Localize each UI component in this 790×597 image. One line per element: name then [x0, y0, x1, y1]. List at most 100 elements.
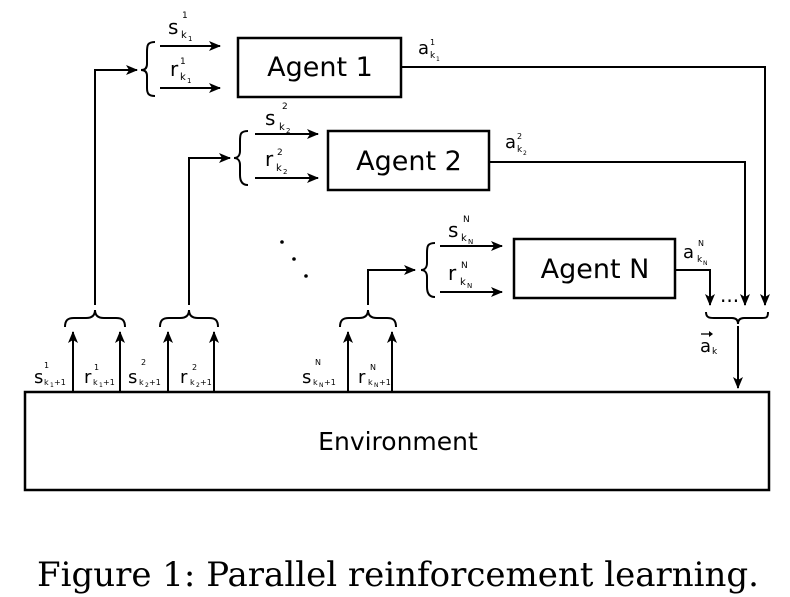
svg-text:k: k — [180, 72, 186, 83]
svg-text:s: s — [168, 15, 178, 39]
svg-text:2: 2 — [282, 102, 288, 112]
agents-ellipsis — [280, 240, 308, 278]
environment-label: Environment — [318, 427, 478, 456]
env-output-r2: r 2 k 2 +1 — [180, 363, 212, 389]
joint-action-label: a k — [700, 331, 718, 357]
svg-text:1: 1 — [99, 382, 103, 389]
svg-text:1: 1 — [50, 382, 54, 389]
svg-text:+1: +1 — [200, 378, 212, 387]
svg-text:k: k — [181, 30, 187, 41]
agent-1-box — [236, 36, 403, 99]
svg-text:2: 2 — [196, 382, 200, 389]
svg-text:r: r — [448, 261, 457, 285]
svg-text:N: N — [703, 260, 708, 267]
svg-text:2: 2 — [145, 382, 149, 389]
svg-text:r: r — [358, 367, 366, 388]
brace-agent-2 — [233, 130, 249, 186]
figure-caption: Figure 1: Parallel reinforcement learnin… — [37, 555, 759, 595]
svg-text:1: 1 — [182, 11, 188, 21]
svg-text:+1: +1 — [103, 378, 115, 387]
svg-text:k: k — [93, 378, 98, 387]
svg-text:r: r — [84, 367, 92, 388]
svg-text:s: s — [302, 367, 311, 388]
svg-text:r: r — [180, 367, 188, 388]
env-brace-1 — [64, 309, 126, 328]
svg-text:k: k — [517, 145, 523, 155]
svg-text:k: k — [190, 378, 195, 387]
action-path-2: a 2 k 2 — [489, 132, 750, 306]
svg-text:a: a — [505, 132, 516, 153]
action-path-n: a N k N — [675, 239, 715, 306]
svg-text:a: a — [700, 336, 711, 357]
env-brace-2 — [159, 309, 219, 328]
svg-text:+1: +1 — [324, 378, 336, 387]
svg-text:N: N — [315, 358, 321, 367]
svg-text:+1: +1 — [149, 378, 161, 387]
svg-text:k: k — [44, 378, 49, 387]
svg-text:1: 1 — [44, 361, 49, 370]
agent-1-reward-label: r 1 k 1 — [170, 57, 191, 85]
svg-text:N: N — [698, 239, 704, 248]
svg-text:a: a — [418, 38, 429, 59]
svg-text:k: k — [460, 277, 466, 288]
svg-text:k: k — [712, 347, 718, 357]
agent-n-box — [512, 237, 677, 300]
agent-2-box — [326, 129, 491, 192]
feedback-path-1 — [94, 65, 138, 305]
agent-1-label: Agent 1 — [267, 52, 373, 83]
svg-text:r: r — [265, 147, 274, 171]
svg-text:s: s — [448, 218, 458, 242]
svg-text:s: s — [128, 367, 137, 388]
svg-text:N: N — [370, 363, 376, 372]
svg-text:N: N — [461, 261, 468, 271]
svg-text:k: k — [368, 378, 373, 387]
svg-text:2: 2 — [517, 132, 522, 141]
svg-text:2: 2 — [523, 150, 527, 157]
svg-text:1: 1 — [436, 56, 440, 63]
brace-agent-1 — [140, 41, 156, 97]
action-ellipsis: ... — [720, 283, 739, 307]
action-path-1: a 1 k 1 — [401, 38, 770, 306]
svg-text:k: k — [697, 255, 703, 265]
feedback-path-n — [367, 265, 416, 305]
svg-text:N: N — [468, 238, 473, 246]
agent-2-state-label: s 2 k 2 — [265, 102, 290, 135]
agent-n-reward-label: r N k N — [448, 261, 472, 290]
svg-text:s: s — [265, 106, 275, 130]
agent-1-state-label: s 1 k 1 — [168, 11, 192, 43]
svg-text:2: 2 — [277, 148, 283, 158]
agent-n-label: Agent N — [541, 254, 650, 285]
svg-text:2: 2 — [192, 363, 197, 372]
svg-text:N: N — [463, 215, 470, 225]
env-output-s1: s 1 k 1 +1 — [34, 361, 66, 389]
svg-text:k: k — [139, 378, 144, 387]
env-brace-n — [339, 309, 397, 328]
svg-text:1: 1 — [187, 77, 191, 85]
svg-text:2: 2 — [286, 127, 290, 135]
svg-text:+1: +1 — [54, 378, 66, 387]
svg-text:s: s — [34, 367, 43, 388]
svg-text:1: 1 — [430, 38, 435, 47]
svg-text:k: k — [276, 163, 282, 174]
env-output-s2: s 2 k 2 +1 — [128, 358, 161, 389]
svg-text:2: 2 — [283, 168, 287, 176]
svg-text:N: N — [467, 282, 472, 290]
svg-text:1: 1 — [94, 363, 99, 372]
agent-n-state-label: s N k N — [448, 215, 473, 246]
env-output-sn: s N k N +1 — [302, 358, 336, 389]
env-output-rn: r N k N +1 — [358, 363, 391, 389]
agent-2-label: Agent 2 — [356, 146, 462, 177]
svg-text:1: 1 — [180, 57, 186, 67]
svg-text:2: 2 — [141, 358, 146, 367]
environment-box — [23, 390, 771, 492]
brace-agent-n — [420, 242, 436, 298]
svg-text:k: k — [313, 378, 318, 387]
svg-text:k: k — [430, 51, 436, 61]
svg-text:k: k — [279, 122, 285, 133]
agent-2-reward-label: r 2 k 2 — [265, 147, 287, 176]
feedback-path-2 — [188, 153, 231, 305]
svg-text:k: k — [461, 233, 467, 244]
svg-text:N: N — [319, 382, 324, 389]
svg-text:a: a — [683, 242, 694, 263]
